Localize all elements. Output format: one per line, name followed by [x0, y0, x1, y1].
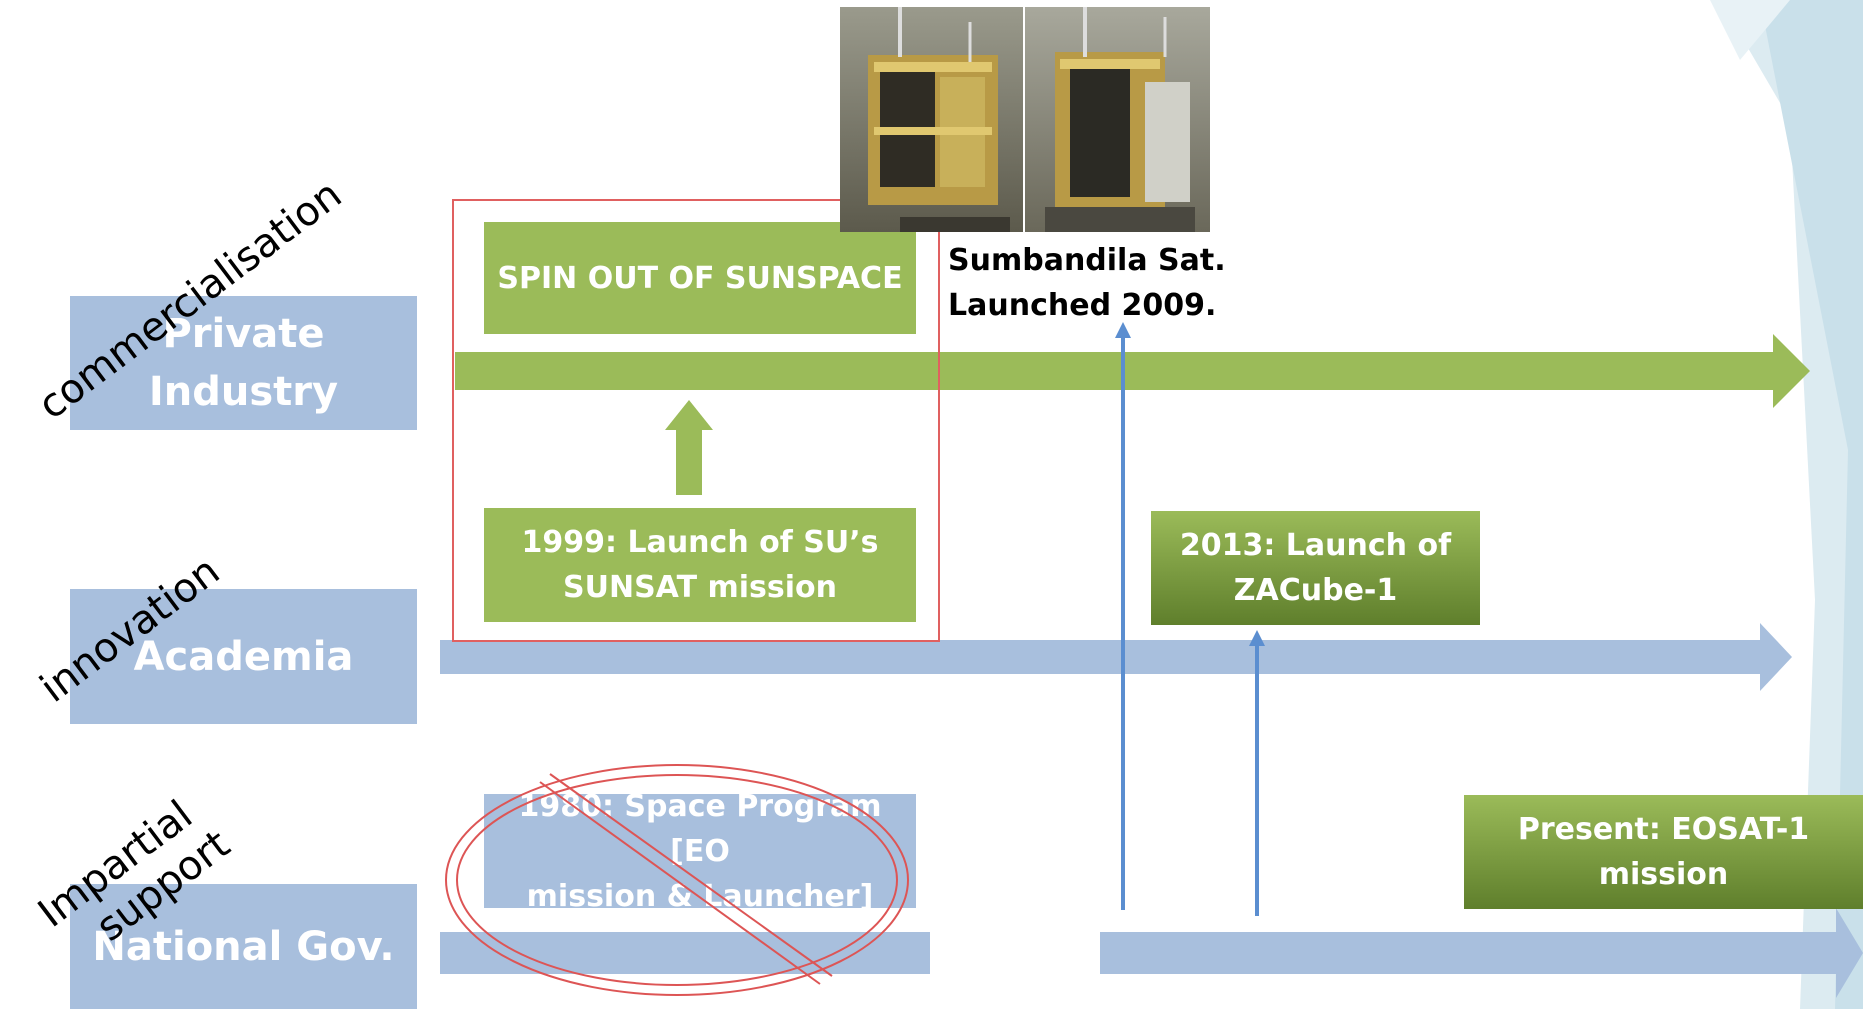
zacube-connector-arrow: [1249, 630, 1265, 916]
private-industry-box: Private Industry: [70, 296, 417, 430]
prohibition-sign: [445, 764, 909, 996]
government-timeline-left: [440, 932, 930, 974]
eosat-line2: mission: [1598, 857, 1729, 892]
private-timeline-arrow: [455, 334, 1810, 408]
satellite-photo-right: [1025, 7, 1210, 232]
academia-box: Academia: [70, 589, 417, 724]
sumbandila-caption-line2: Launched 2009.: [948, 288, 1217, 323]
academia-timeline-arrow: [440, 623, 1792, 691]
upward-green-arrow: [665, 400, 713, 495]
national-gov-box: National Gov.: [70, 884, 417, 1009]
private-industry-line2: Industry: [148, 369, 339, 415]
space-program-line2: mission & Launcher]: [526, 878, 874, 914]
zacube-line1: 2013: Launch of: [1179, 528, 1452, 563]
sumbandila-caption: Sumbandila Sat. Launched 2009.: [948, 238, 1226, 328]
zacube-box: 2013: Launch of ZACube-1: [1151, 511, 1480, 625]
zacube-line2: ZACube-1: [1233, 573, 1398, 608]
national-gov-label: National Gov.: [92, 923, 395, 970]
highlight-frame: [452, 199, 940, 642]
spin-out-label: SPIN OUT OF SUNSPACE: [497, 260, 903, 296]
sunsat-line1: 1999: Launch of SU’s: [521, 525, 879, 560]
sumbandila-connector-arrow: [1115, 322, 1131, 910]
spin-out-box: SPIN OUT OF SUNSPACE: [484, 222, 916, 334]
sunsat-box: 1999: Launch of SU’s SUNSAT mission: [484, 508, 916, 622]
government-timeline-arrow: [1100, 908, 1863, 998]
sunsat-line2: SUNSAT mission: [563, 570, 837, 605]
sumbandila-caption-line1: Sumbandila Sat.: [948, 243, 1226, 278]
private-industry-line1: Private: [162, 311, 325, 357]
eosat-line1: Present: EOSAT-1: [1517, 812, 1810, 847]
academia-label: Academia: [133, 633, 354, 680]
eosat-box: Present: EOSAT-1 mission: [1464, 795, 1863, 909]
satellite-photo-left: [840, 7, 1023, 232]
